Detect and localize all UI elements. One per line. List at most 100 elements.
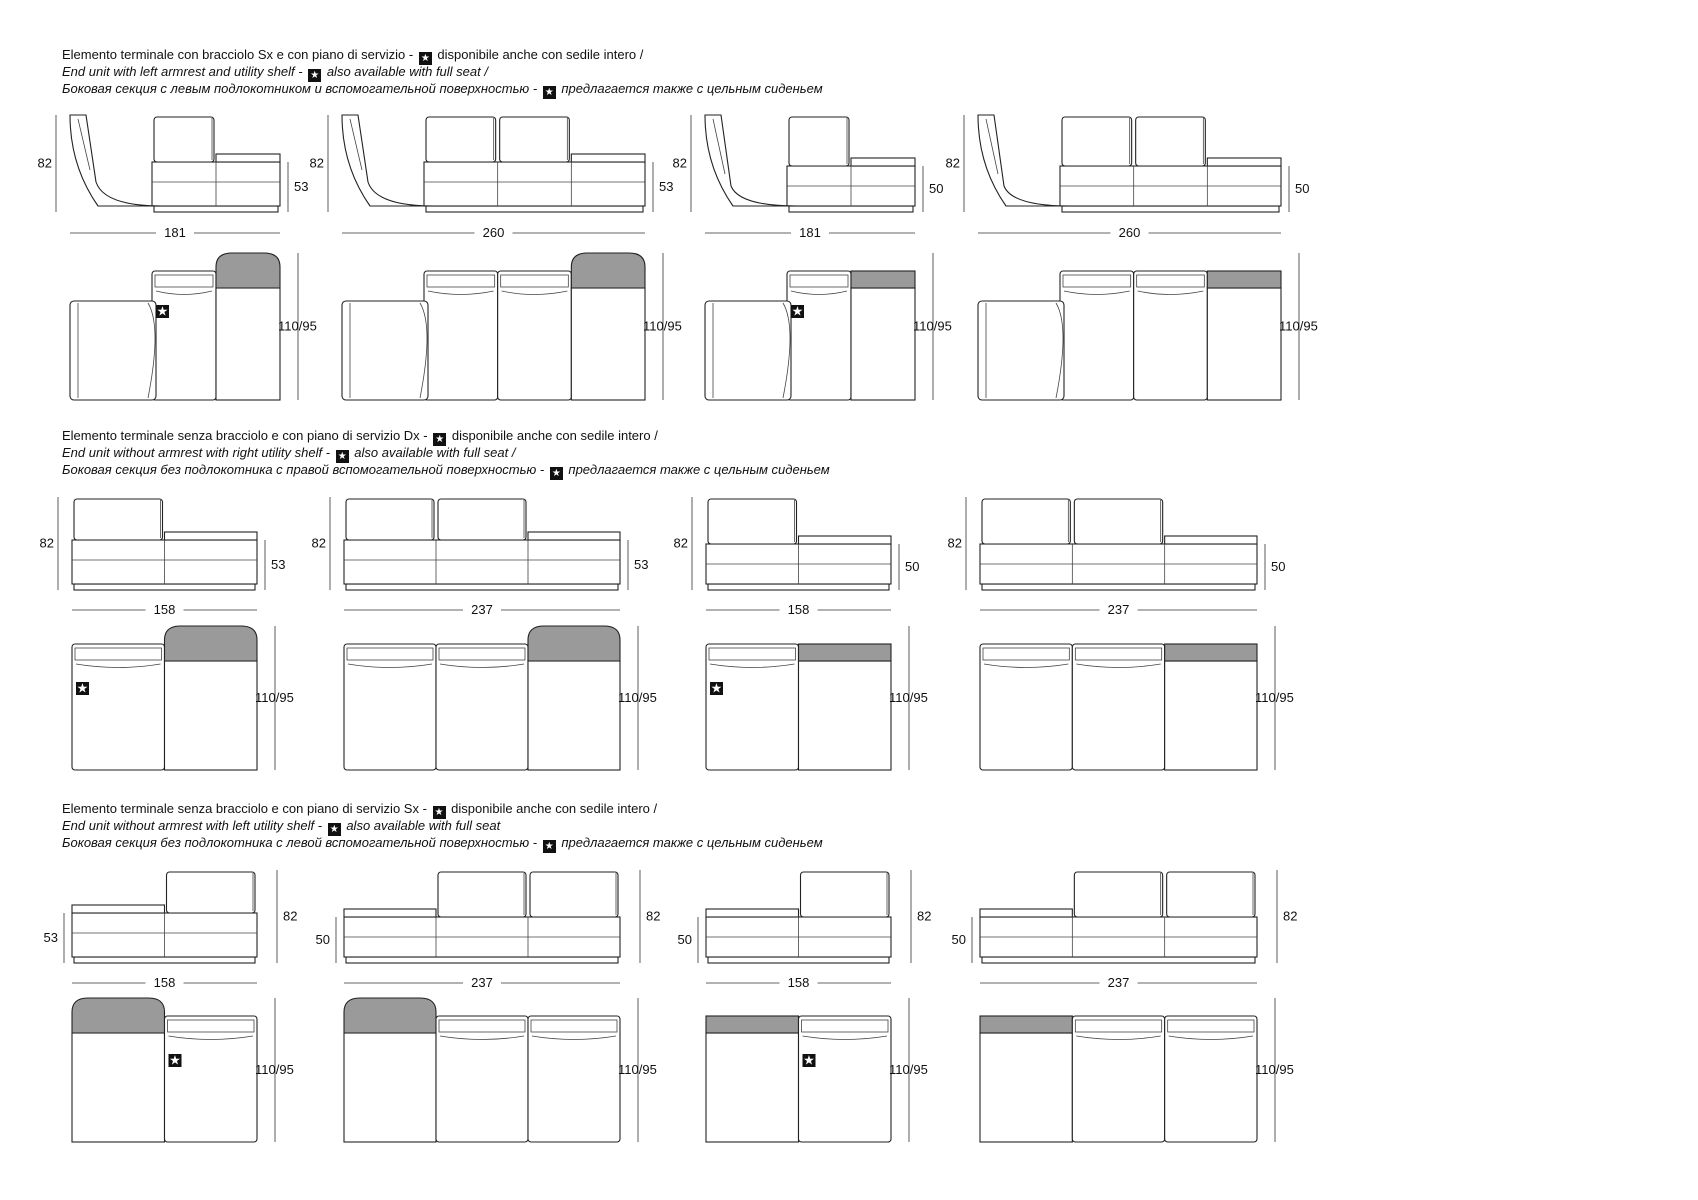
width-label: 237 (471, 975, 493, 990)
plinth (981, 956, 1256, 964)
backrest-cushion (165, 871, 256, 914)
seat-height-label: 50 (1295, 181, 1309, 196)
backrest-cushion (437, 871, 527, 918)
utility-shelf-side (797, 535, 892, 545)
utility-shelf-rounded (343, 997, 437, 1034)
utility-shelf-rounded (71, 997, 166, 1034)
armrest-side (69, 114, 163, 207)
seat-cushion-curve (1168, 1035, 1254, 1040)
depth-label: 110/95 (913, 319, 952, 334)
depth-label: 110/95 (889, 690, 928, 705)
backrest-top (1062, 274, 1132, 288)
backrest-top (438, 1019, 526, 1033)
plan-view: 110/95 (343, 997, 657, 1143)
armrest-plan-curve (782, 302, 791, 399)
seat-height-label: 50 (952, 932, 966, 947)
backrest-top (1136, 274, 1205, 288)
plinth (73, 583, 256, 591)
star-glyph: ★ (77, 681, 89, 696)
plan-view: ★110/95 (69, 252, 317, 401)
seat-cushion-curve (155, 290, 213, 295)
seat-height-label: 53 (271, 557, 285, 572)
plan-view: 110/95 (977, 253, 1318, 401)
star-icon (156, 305, 169, 318)
armrest-inner-line (985, 118, 999, 175)
depth-label: 110/95 (618, 690, 657, 705)
shelf-module-seat (705, 1032, 800, 1143)
seat-cushion-curve (531, 1035, 617, 1040)
star-icon: ★ (327, 823, 341, 836)
seat-module (1164, 1015, 1258, 1143)
backrest-cushion (1073, 498, 1164, 545)
seat-height-label: 50 (678, 932, 692, 947)
height-label: 82 (38, 156, 52, 171)
star-icon: ★ (335, 450, 349, 463)
plinth (981, 583, 1256, 591)
height-label: 82 (1283, 909, 1297, 924)
width-label: 260 (483, 225, 505, 240)
shelf-module-seat (1206, 287, 1282, 401)
seat-height-label: 50 (316, 932, 330, 947)
backrest-cushion (981, 498, 1071, 545)
seat-module (163, 1015, 258, 1143)
width-label: 237 (471, 602, 493, 617)
utility-shelf-side (71, 904, 166, 914)
utility-shelf-rounded (215, 252, 281, 289)
backrest-cushion (425, 116, 497, 163)
seat-module (497, 270, 572, 401)
backrest-cushion (707, 498, 798, 545)
caption-italian: Elemento terminale senza bracciolo e con… (62, 801, 658, 819)
armrest-plan (341, 300, 429, 401)
backrest-top (801, 1019, 889, 1033)
backrest-top (154, 274, 214, 288)
seat-module (71, 643, 166, 771)
utility-shelf-side (527, 531, 621, 541)
seat-height-label: 53 (634, 557, 648, 572)
seat-module (1059, 270, 1135, 401)
plan-view: ★110/95 (71, 997, 294, 1143)
shelf-module-seat (527, 660, 621, 771)
star-icon: ★ (308, 69, 322, 82)
seat-cushion-curve (790, 290, 848, 295)
seat-module (705, 643, 800, 771)
seat-cushion-curve (501, 290, 568, 295)
width-label: 237 (1108, 975, 1130, 990)
backrest-cushion (1073, 871, 1164, 918)
shelf-module-seat (163, 660, 258, 771)
star-icon: ★ (542, 840, 556, 853)
backrest-cushion (1135, 116, 1206, 167)
seat-module (435, 643, 529, 771)
star-icon (710, 682, 723, 695)
star-glyph: ★ (711, 681, 723, 696)
utility-shelf-rounded (527, 625, 621, 662)
seat-cushion-curve (439, 663, 525, 668)
depth-label: 110/95 (278, 319, 317, 334)
seat-module (1133, 270, 1208, 401)
seat-cushion-curve (1063, 290, 1130, 295)
star-icon (76, 682, 89, 695)
seat-module (151, 270, 217, 401)
armrest-side (977, 114, 1071, 207)
star-icon: ★ (418, 52, 432, 65)
plan-view: 110/95 (979, 626, 1294, 771)
star-icon: ★ (542, 86, 556, 99)
plinth (788, 205, 914, 213)
caption-italian: Elemento terminale senza bracciolo e con… (62, 428, 658, 446)
backrest-cushion (345, 498, 435, 541)
armrest-plan-curve (1055, 302, 1064, 399)
plan-view: ★ 110/95 (705, 626, 928, 771)
armrest-side (704, 114, 798, 207)
backrest-top (1167, 1019, 1255, 1033)
seat-module (979, 643, 1073, 771)
